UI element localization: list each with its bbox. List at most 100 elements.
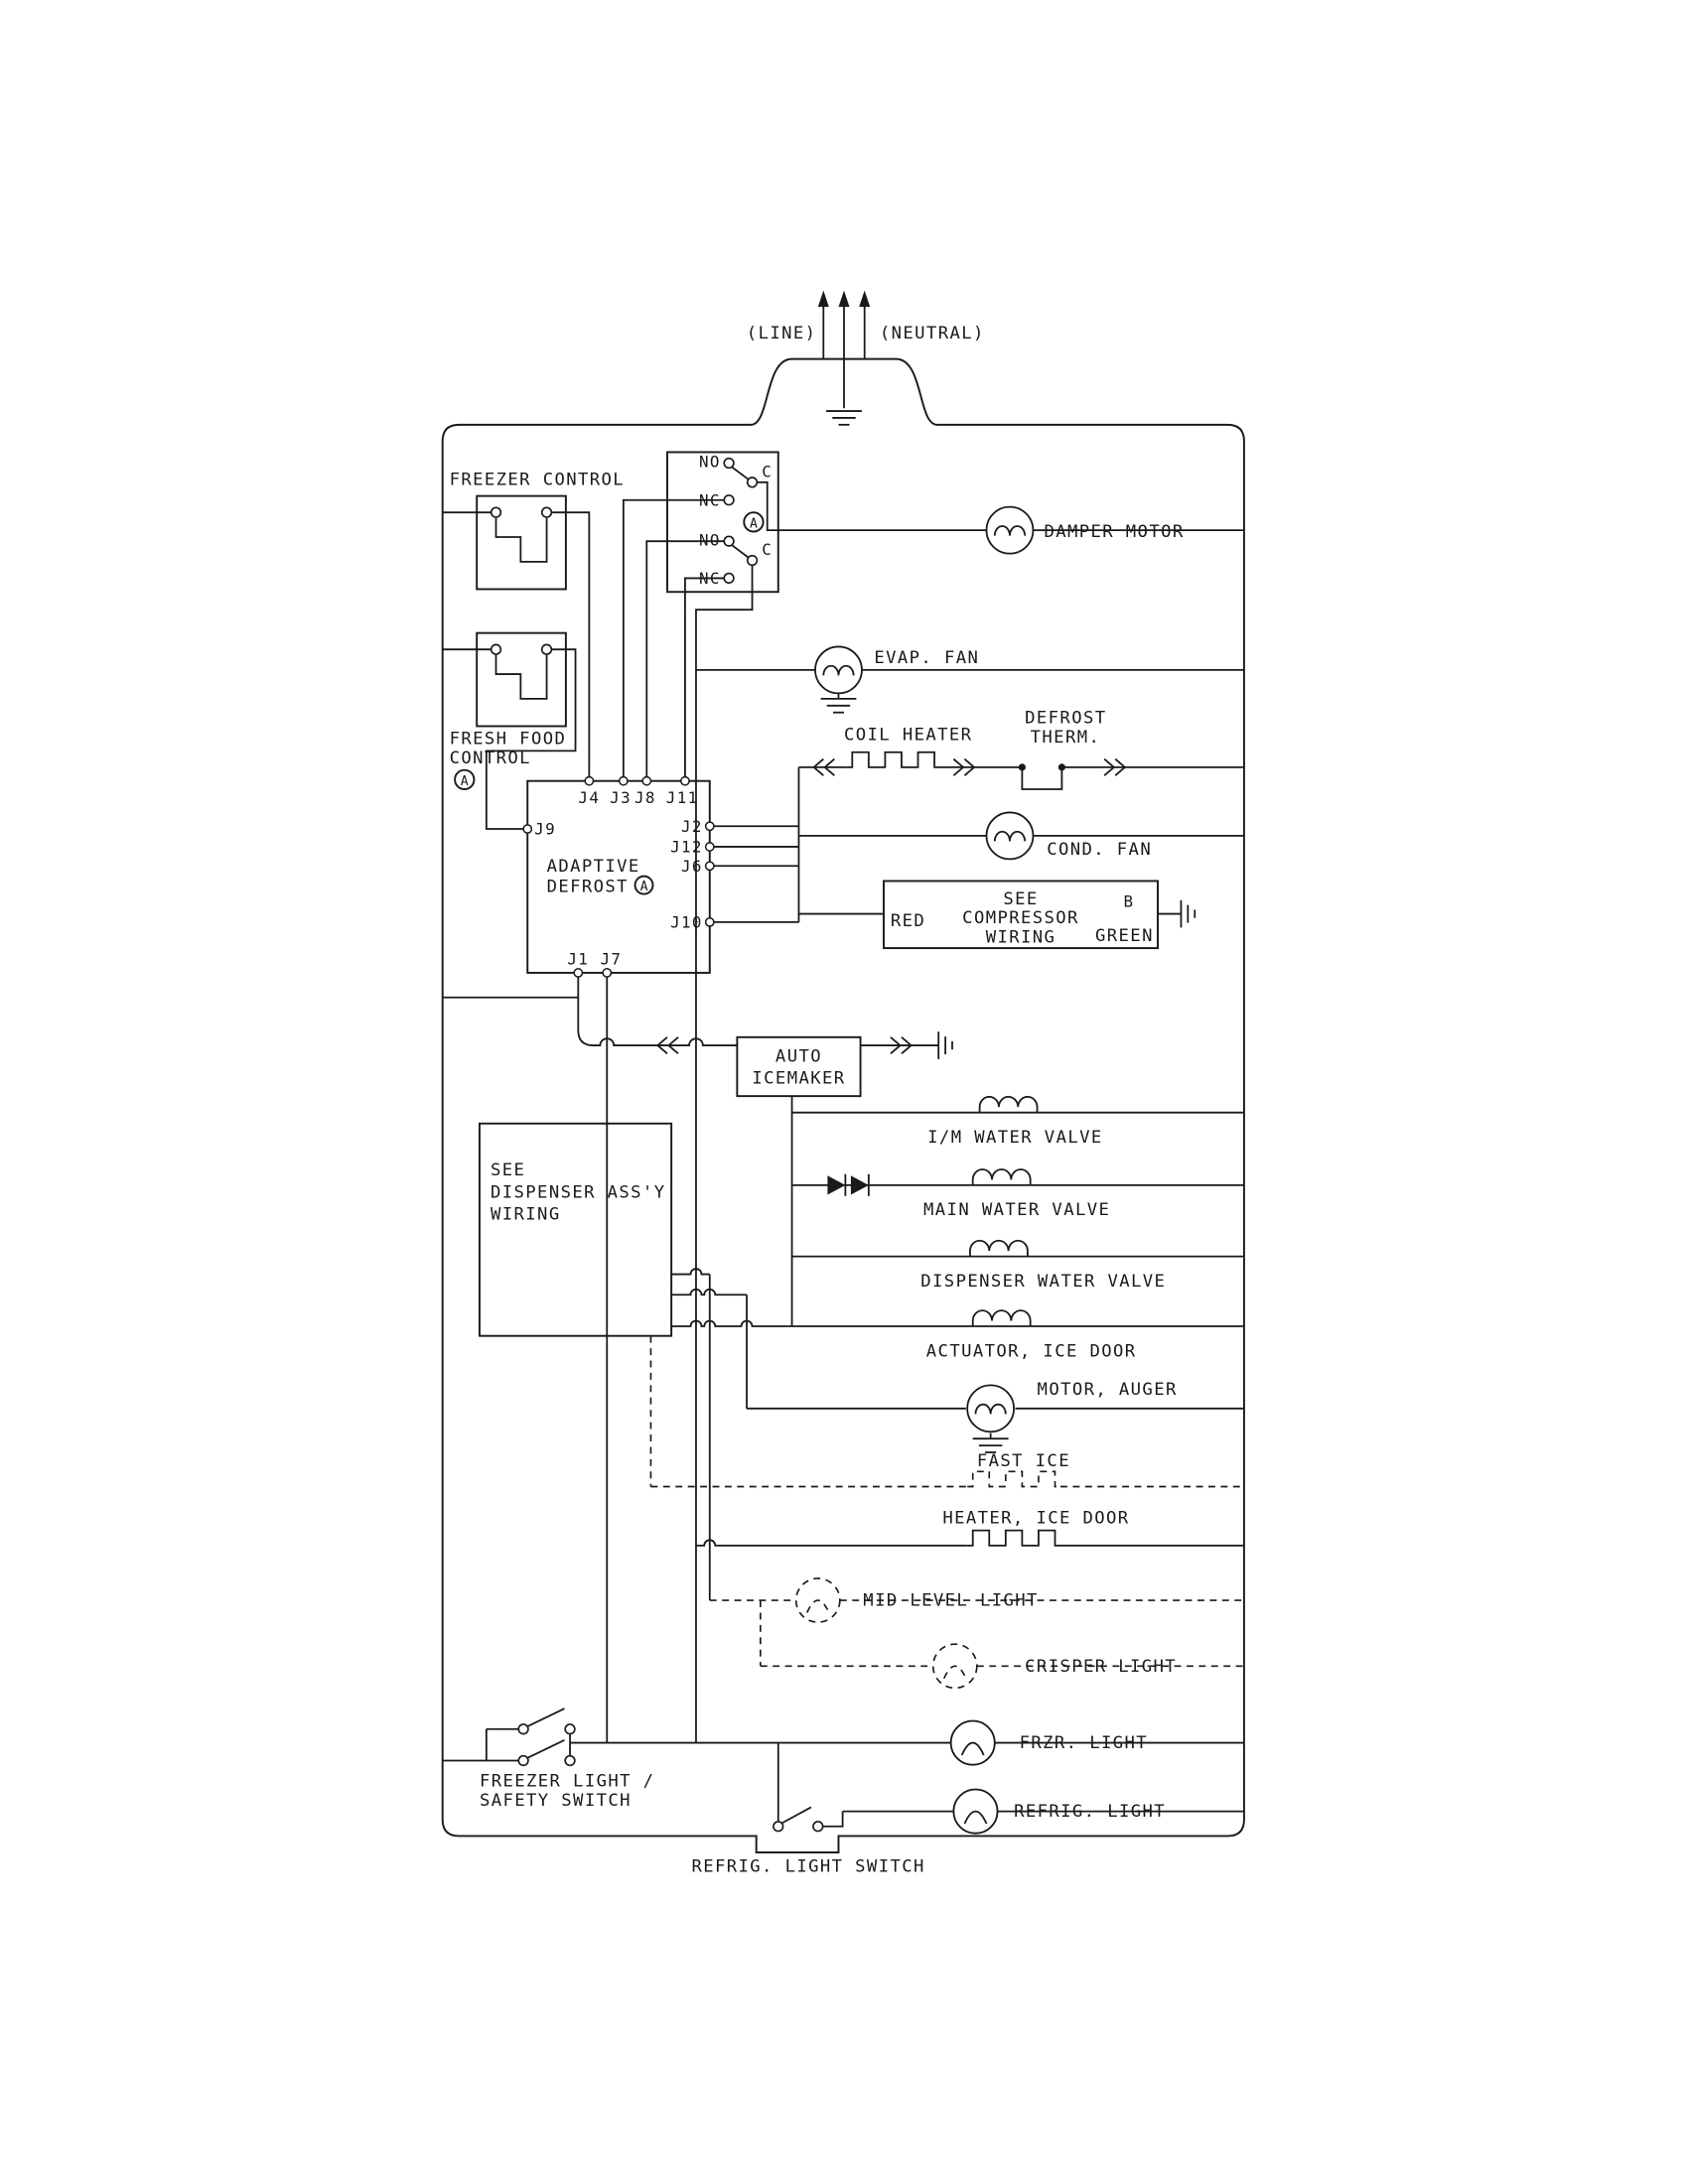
adaptive-defrost-board: J4 J3 J8 J11 J9 J2 J12 J6 J10 J1 J7 ADAP… (522, 775, 715, 978)
dispenser-wiring-box (478, 1122, 673, 1337)
j1-label: J1 (567, 950, 589, 969)
terminal-j1 (573, 968, 584, 978)
im-water-valve: I/M WATER VALVE (927, 1095, 1101, 1148)
lamp-icon (931, 1643, 978, 1690)
compressor-box: SEE COMPRESSOR WIRING RED B GREEN (883, 880, 1196, 950)
terminal-c (746, 554, 759, 567)
terminal-c (746, 477, 759, 488)
fresh-food-label-1: FRESH FOOD (450, 729, 567, 749)
coil-heater-label: COIL HEATER (844, 725, 972, 745)
refrig-light-label: REFRIG. LIGHT (1014, 1802, 1166, 1822)
plug-prong-arrow-icon (838, 290, 850, 308)
badge-a: A (640, 880, 648, 894)
freezer-control-box (476, 494, 567, 591)
damper-motor-label: DAMPER MOTOR (1044, 522, 1184, 542)
terminal (517, 1754, 529, 1767)
junction-dot (1018, 763, 1026, 771)
crisper-light-label: CRISPER LIGHT (1025, 1657, 1177, 1677)
green-label: GREEN (1095, 926, 1154, 946)
terminal-j2 (704, 821, 715, 832)
fresh-food-label-2: CONTROL (450, 749, 531, 768)
solenoid-coil-icon (969, 1239, 1029, 1258)
j4-label: J4 (578, 788, 600, 807)
motor-icon (814, 645, 863, 695)
ground-icon (937, 1030, 953, 1060)
main-enclosure-border (441, 357, 1245, 1853)
diode-icon (850, 1175, 869, 1195)
terminal-no (723, 457, 735, 470)
compressor-label: COMPRESSOR (962, 908, 1079, 928)
dispenser-assy-box: SEE DISPENSER ASS'Y WIRING (478, 1122, 673, 1337)
badge-a: A (461, 774, 469, 789)
j7-label: J7 (600, 950, 622, 969)
badge-a-circle (743, 511, 765, 533)
fast-ice-label: FAST ICE (977, 1451, 1070, 1471)
line-label: (LINE) (747, 324, 817, 343)
terminal (490, 643, 502, 655)
wires-solid (442, 465, 1244, 1828)
main-water-valve-label: MAIN WATER VALVE (923, 1200, 1110, 1220)
compressor-wiring-label: WIRING (986, 928, 1056, 948)
cabinet-outline (441, 357, 1245, 1853)
plug-prong-arrow-icon (817, 290, 829, 308)
badge-a: A (750, 516, 758, 531)
nc-label: NC (699, 569, 721, 588)
solenoid-coil-icon (971, 1168, 1032, 1186)
terminal (564, 1754, 576, 1767)
compressor-see-label: SEE (1003, 889, 1038, 909)
evap-fan-label: EVAP. FAN (874, 648, 979, 668)
defrost-therm-label-1: DEFROST (1025, 709, 1106, 729)
power-entry: (LINE) (NEUTRAL) (747, 290, 985, 426)
compressor-wiring-box (883, 880, 1159, 950)
cond-fan-label: COND. FAN (1047, 840, 1152, 860)
solenoid-coil-icon (971, 1309, 1032, 1327)
j8-label: J8 (634, 788, 656, 807)
defrost-therm-label-2: THERM. (1031, 728, 1101, 748)
dispenser-see-label: SEE (491, 1160, 525, 1180)
diode-icon (827, 1175, 846, 1195)
terminal-j10 (704, 916, 715, 927)
ground-icon (825, 410, 863, 426)
frzr-light-label: FRZR. LIGHT (1020, 1733, 1148, 1753)
terminal-j11 (680, 775, 690, 786)
freezer-control: FREEZER CONTROL (450, 471, 624, 591)
terminal-j3 (618, 775, 629, 786)
lamp-icon (949, 1719, 996, 1766)
icemaker-label: ICEMAKER (752, 1069, 845, 1089)
auto-icemaker-box (736, 1035, 862, 1098)
freezer-light-switch-label-1: FREEZER LIGHT / (480, 1772, 654, 1792)
badge-a-circle (454, 768, 476, 790)
frzr-light: FRZR. LIGHT (949, 1719, 1148, 1766)
terminal (564, 1723, 576, 1735)
heater-ice-door-label: HEATER, ICE DOOR (942, 1509, 1129, 1529)
terminal-j9 (522, 824, 533, 834)
fresh-food-control: FRESH FOOD CONTROL A (450, 631, 567, 790)
nc-label: NC (699, 490, 721, 509)
terminal-nc (723, 572, 735, 585)
terminal (812, 1821, 824, 1833)
evap-fan: EVAP. FAN (814, 645, 979, 714)
ground-icon (1180, 898, 1196, 929)
heater-resistor-icon (966, 1529, 1061, 1547)
terminal-j6 (704, 861, 715, 872)
terminal-j12 (704, 842, 715, 852)
j6-label: J6 (681, 857, 703, 876)
lamp-icon (952, 1788, 999, 1835)
neutral-label: (NEUTRAL) (880, 324, 985, 343)
red-label: RED (891, 911, 925, 931)
j11-label: J11 (666, 788, 699, 807)
freezer-light-safety-switch: FREEZER LIGHT / SAFETY SWITCH (480, 1723, 654, 1811)
heater-ice-door: HEATER, ICE DOOR (942, 1509, 1129, 1547)
actuator-ice-door: ACTUATOR, ICE DOOR (926, 1309, 1135, 1361)
c-label: C (762, 540, 773, 559)
motor-icon (985, 505, 1035, 555)
motor-icon (966, 1384, 1016, 1433)
terminal (540, 643, 553, 655)
heater-resistor-icon (966, 1470, 1061, 1488)
defrost-thermostat: DEFROST THERM. (1018, 709, 1126, 777)
cond-fan: COND. FAN (985, 811, 1152, 861)
coil-heater: COIL HEATER (812, 725, 975, 777)
fresh-food-control-box (476, 631, 567, 728)
terminal-j8 (641, 775, 652, 786)
